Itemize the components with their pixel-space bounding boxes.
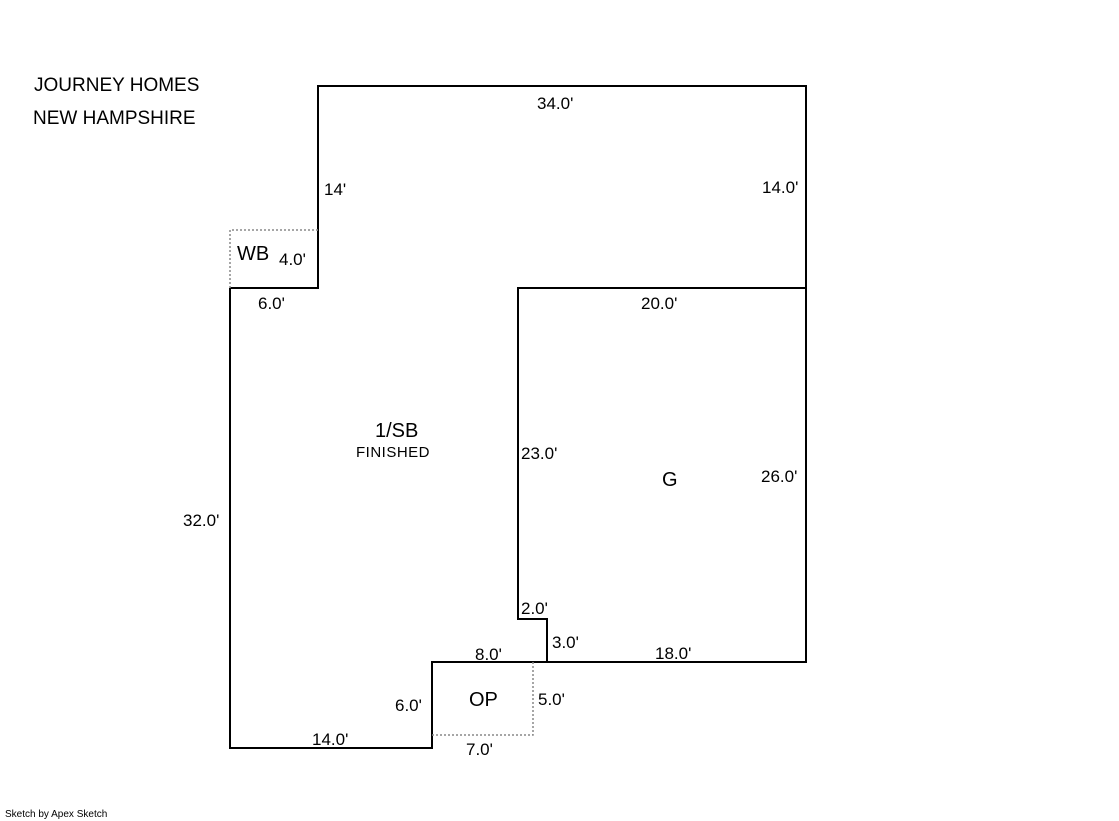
dim-notch-side: 3.0' [552, 633, 579, 652]
dim-op-left: 6.0' [395, 696, 422, 715]
area-main-sub: FINISHED [356, 444, 431, 461]
op-outline [432, 662, 534, 736]
dim-op-top: 8.0' [475, 645, 502, 664]
garage-outline [517, 287, 806, 662]
wb-outline [229, 229, 318, 288]
sketch-credit: Sketch by Apex Sketch [5, 809, 108, 820]
dim-bottom: 14.0' [312, 730, 349, 749]
main-outline [229, 85, 807, 749]
dim-garage-right: 26.0' [761, 467, 798, 486]
dim-op-right: 5.0' [538, 690, 565, 709]
dim-notch-top: 2.0' [521, 599, 548, 618]
area-op-label: OP [469, 689, 498, 711]
dim-left: 32.0' [183, 511, 220, 530]
dim-garage-left: 23.0' [521, 444, 558, 463]
area-wb-label: WB [237, 243, 270, 265]
dim-garage-bottom: 18.0' [655, 644, 692, 663]
area-main-label: 1/SB [375, 420, 419, 442]
company-state: NEW HAMPSHIRE [33, 108, 196, 129]
dim-garage-top: 20.0' [641, 294, 678, 313]
dim-right-upper: 14.0' [762, 178, 799, 197]
area-garage-label: G [662, 469, 678, 491]
dim-top: 34.0' [537, 94, 574, 113]
dim-op-bottom: 7.0' [466, 740, 493, 759]
company-name: JOURNEY HOMES [34, 75, 200, 96]
dim-wb-side: 4.0' [279, 250, 306, 269]
dim-wb-bottom: 6.0' [258, 294, 285, 313]
dim-left-upper: 14' [324, 180, 347, 199]
